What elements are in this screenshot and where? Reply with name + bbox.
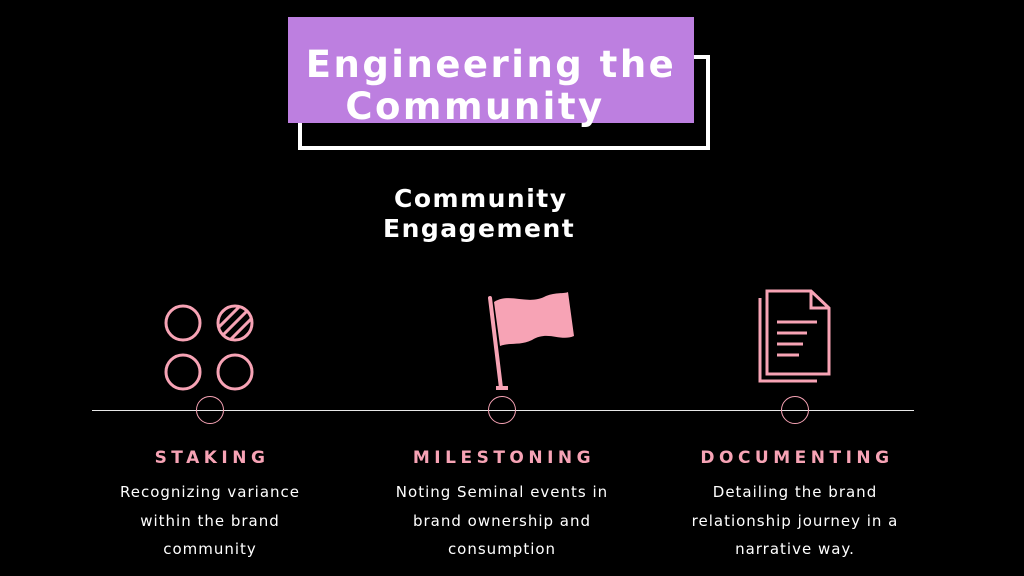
description-line: Detailing the brand [712, 483, 878, 501]
title-box: Engineering the Community [288, 17, 694, 127]
description-line: brand ownership and [412, 511, 592, 530]
step-label-staking: STAKING [154, 448, 270, 468]
step-label-documenting: DOCUMENTING [700, 448, 894, 468]
step-description-documenting: Detailing the brand relationship journey… [665, 478, 925, 564]
timeline-node-staking [196, 396, 224, 424]
timeline-node-documenting [781, 396, 809, 424]
circles-grid-icon [164, 304, 254, 391]
step-description-milestoning: Noting Seminal events in brand ownership… [372, 478, 632, 564]
description-line: community [163, 540, 257, 558]
description-line: consumption [447, 540, 557, 558]
description-line: Recognizing variance [119, 483, 300, 501]
description-line: relationship journey in a [691, 511, 899, 530]
description-line: Noting Seminal events in [395, 483, 609, 501]
title-line-2: Community [345, 85, 605, 128]
subtitle: Community Engagement [383, 184, 603, 244]
description-line: within the brand [140, 511, 280, 530]
description-line: narrative way. [735, 540, 855, 558]
timeline-node-milestoning [488, 396, 516, 424]
documents-icon [758, 289, 831, 383]
step-description-staking: Recognizing variance within the brand co… [80, 478, 340, 564]
subtitle-line-2: Engagement [383, 214, 576, 243]
title-line-1: Engineering the [305, 43, 677, 86]
subtitle-line-1: Community [394, 184, 568, 213]
step-label-milestoning: MILESTONING [412, 448, 596, 468]
flag-icon [488, 292, 574, 390]
